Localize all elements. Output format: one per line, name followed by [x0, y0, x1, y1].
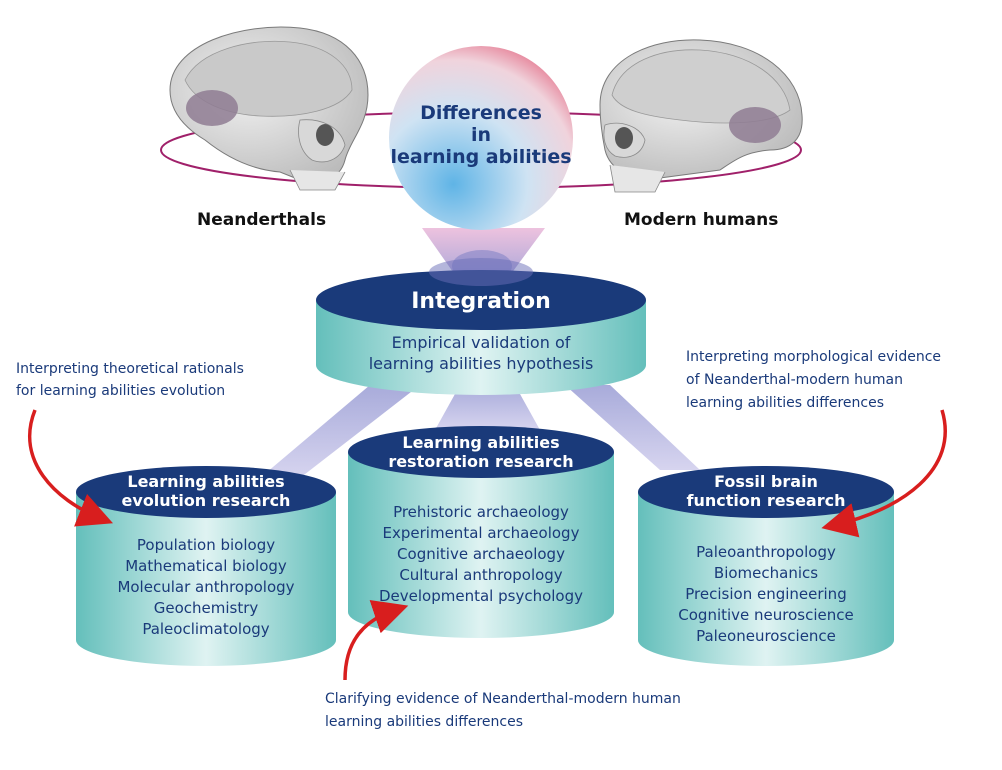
annotation-left: Interpreting theoretical rationals for l… [16, 358, 244, 402]
sphere-line-1: Differences [420, 102, 542, 124]
evolution-title-line-2: evolution research [121, 491, 291, 510]
annotation-left-line-1: Interpreting theoretical rationals [16, 361, 244, 377]
beam-right [565, 385, 700, 470]
list-item: Mathematical biology [125, 557, 287, 575]
list-item: Cognitive archaeology [397, 545, 565, 563]
arrow-bottom [343, 600, 409, 681]
restoration-cylinder [348, 426, 614, 638]
evolution-list: Population biology Mathematical biology … [81, 535, 331, 640]
sphere-line-3: learning abilities [390, 146, 572, 168]
fossil-title: Fossil brain function research [656, 472, 876, 510]
modern-human-skull-icon [599, 39, 803, 193]
differences-sphere [389, 46, 573, 230]
list-item: Molecular anthropology [117, 578, 295, 596]
neanderthal-skull-icon [169, 26, 369, 191]
fossil-title-line-1: Fossil brain [714, 472, 818, 491]
list-item: Paleoanthropology [696, 543, 836, 561]
beam-left [260, 385, 420, 478]
integration-title: Integration [411, 289, 551, 314]
annotation-left-line-2: for learning abilities evolution [16, 383, 226, 399]
integration-subtitle: Empirical validation of learning abiliti… [331, 332, 631, 374]
annotation-right: Interpreting morphological evidence of N… [686, 346, 941, 415]
evolution-title-line-1: Learning abilities [127, 472, 285, 491]
beam-center [435, 385, 540, 430]
list-item: Cognitive neuroscience [678, 606, 854, 624]
list-item: Developmental psychology [379, 587, 583, 605]
list-item: Geochemistry [153, 599, 259, 617]
fossil-title-line-2: function research [686, 491, 846, 510]
annotation-bottom-line-1: Clarifying evidence of Neanderthal-moder… [325, 691, 681, 707]
evolution-cylinder [76, 466, 336, 666]
integration-subtitle-line-1: Empirical validation of [391, 333, 571, 352]
list-item: Precision engineering [685, 585, 847, 603]
annotation-bottom-line-2: learning abilities differences [325, 714, 524, 730]
label-neanderthals: Neanderthals [197, 210, 327, 230]
list-item: Prehistoric archaeology [393, 503, 569, 521]
list-item: Cultural anthropology [399, 566, 563, 584]
sphere-label: Differences in learning abilities [381, 102, 581, 168]
arrow-left [28, 409, 113, 527]
evolution-title: Learning abilities evolution research [96, 472, 316, 510]
fossil-list: Paleoanthropology Biomechanics Precision… [641, 542, 891, 647]
annotation-right-line-3: learning abilities differences [686, 395, 885, 411]
list-item: Population biology [136, 536, 276, 554]
sphere-line-2: in [470, 124, 492, 146]
list-item: Paleoneuroscience [696, 627, 836, 645]
integration-cylinder [316, 258, 646, 395]
restoration-title: Learning abilities restoration research [366, 433, 596, 471]
restoration-title-line-2: restoration research [388, 452, 574, 471]
list-item: Paleoclimatology [142, 620, 270, 638]
list-item: Experimental archaeology [382, 524, 580, 542]
list-item: Biomechanics [713, 564, 819, 582]
restoration-title-line-1: Learning abilities [402, 433, 560, 452]
annotation-right-line-1: Interpreting morphological evidence [686, 349, 942, 365]
arrow-right [821, 409, 947, 538]
integration-subtitle-line-2: learning abilities hypothesis [368, 354, 594, 373]
restoration-list: Prehistoric archaeology Experimental arc… [351, 502, 611, 607]
annotation-bottom: Clarifying evidence of Neanderthal-moder… [325, 688, 681, 734]
annotation-right-line-2: of Neanderthal-modern human [686, 372, 903, 388]
label-modern-humans: Modern humans [624, 210, 779, 230]
